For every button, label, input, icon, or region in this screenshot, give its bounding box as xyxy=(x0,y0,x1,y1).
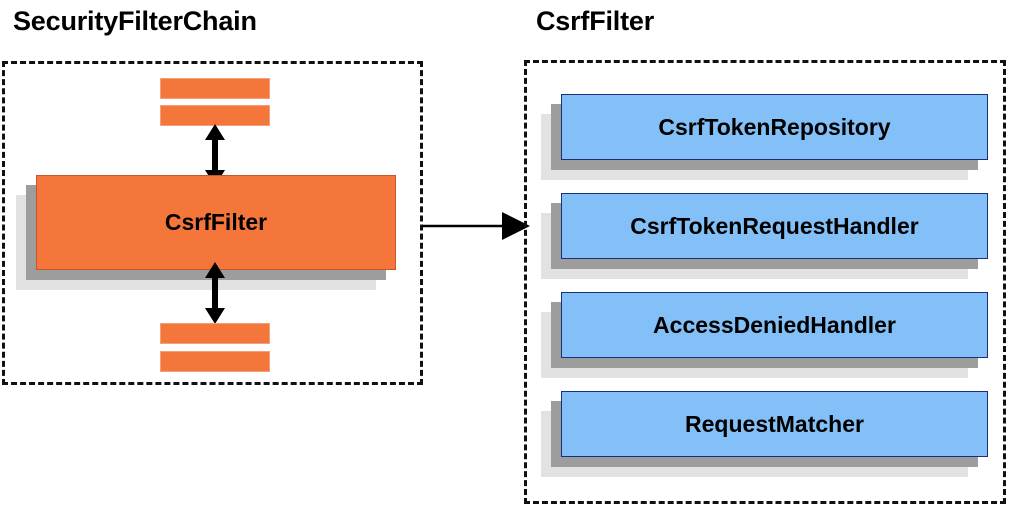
csrf-filter-label: CsrfFilter xyxy=(164,209,268,235)
collaborator-node-csrf-token-repository[interactable]: CsrfTokenRepository xyxy=(541,94,988,180)
collaborator-node-access-denied-handler[interactable]: AccessDeniedHandler xyxy=(541,292,988,378)
collaborator-label: CsrfTokenRequestHandler xyxy=(630,212,919,239)
page-title-csrf-filter: CsrfFilter xyxy=(536,6,655,36)
collaborator-node-request-matcher[interactable]: RequestMatcher xyxy=(541,391,988,477)
stack-front-face: CsrfFilter xyxy=(36,175,396,270)
csrf-filter-node[interactable]: CsrfFilter xyxy=(16,175,396,290)
filter-bar-above-1 xyxy=(160,78,270,99)
expands-to-arrow xyxy=(422,212,530,240)
stack-front-face: CsrfTokenRepository xyxy=(561,94,988,160)
stack-front-face: AccessDeniedHandler xyxy=(561,292,988,358)
page-title-security-filter-chain: SecurityFilterChain xyxy=(13,6,257,36)
collaborator-node-csrf-token-request-handler[interactable]: CsrfTokenRequestHandler xyxy=(541,193,988,279)
csrf-filter-detail-container xyxy=(524,60,1006,504)
chain-link-below-arrow xyxy=(205,262,225,324)
filter-bar-below-2 xyxy=(160,351,270,372)
stack-front-face: CsrfTokenRequestHandler xyxy=(561,193,988,259)
collaborator-label: CsrfTokenRepository xyxy=(658,113,891,140)
stack-front-face: RequestMatcher xyxy=(561,391,988,457)
collaborator-label: AccessDeniedHandler xyxy=(653,311,896,338)
security-filter-chain-container xyxy=(2,61,423,385)
collaborator-label: RequestMatcher xyxy=(685,410,864,437)
filter-bar-above-2 xyxy=(160,105,270,126)
filter-bar-below-1 xyxy=(160,323,270,344)
